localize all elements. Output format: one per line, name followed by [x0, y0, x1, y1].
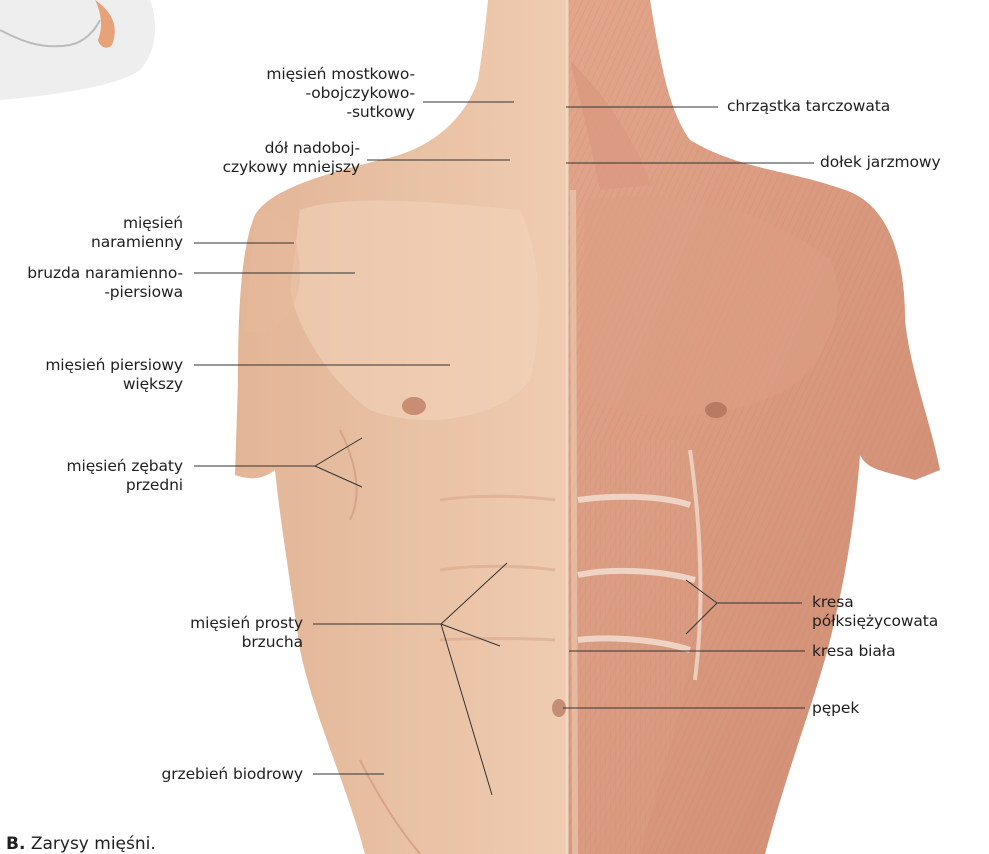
- muscle-layer: [567, 0, 940, 854]
- label-linea-alba: kresa biała: [812, 642, 896, 661]
- label-jugular-notch: dołek jarzmowy: [820, 153, 941, 172]
- figure-caption: B. Zarysy mięśni.: [6, 834, 156, 854]
- label-iliac-crest: grzebień biodrowy: [162, 765, 303, 784]
- label-pectoralis-major: mięsień piersiowy większy: [45, 356, 183, 394]
- label-thyroid-cartilage: chrząstka tarczowata: [727, 97, 890, 116]
- label-umbilicus: pępek: [812, 699, 859, 718]
- label-rectus-abdominis: mięsień prosty brzucha: [190, 614, 303, 652]
- label-deltoid: mięsień naramienny: [91, 214, 183, 252]
- label-sternocleidomastoid: mięsień mostkowo- -obojczykowo- -sutkowy: [266, 65, 415, 122]
- label-deltopectoral-groove: bruzda naramienno- -piersiowa: [27, 264, 183, 302]
- caption-letter: B.: [6, 834, 25, 854]
- caption-text: Zarysy mięśni.: [31, 834, 156, 854]
- corner-sketch: [0, 0, 155, 100]
- label-linea-semilunaris: kresa półksiężycowata: [812, 593, 938, 631]
- label-serratus-anterior: mięsień zębaty przedni: [67, 457, 183, 495]
- label-supraclavicular-fossa: dół nadoboj- czykowy mniejszy: [223, 139, 360, 177]
